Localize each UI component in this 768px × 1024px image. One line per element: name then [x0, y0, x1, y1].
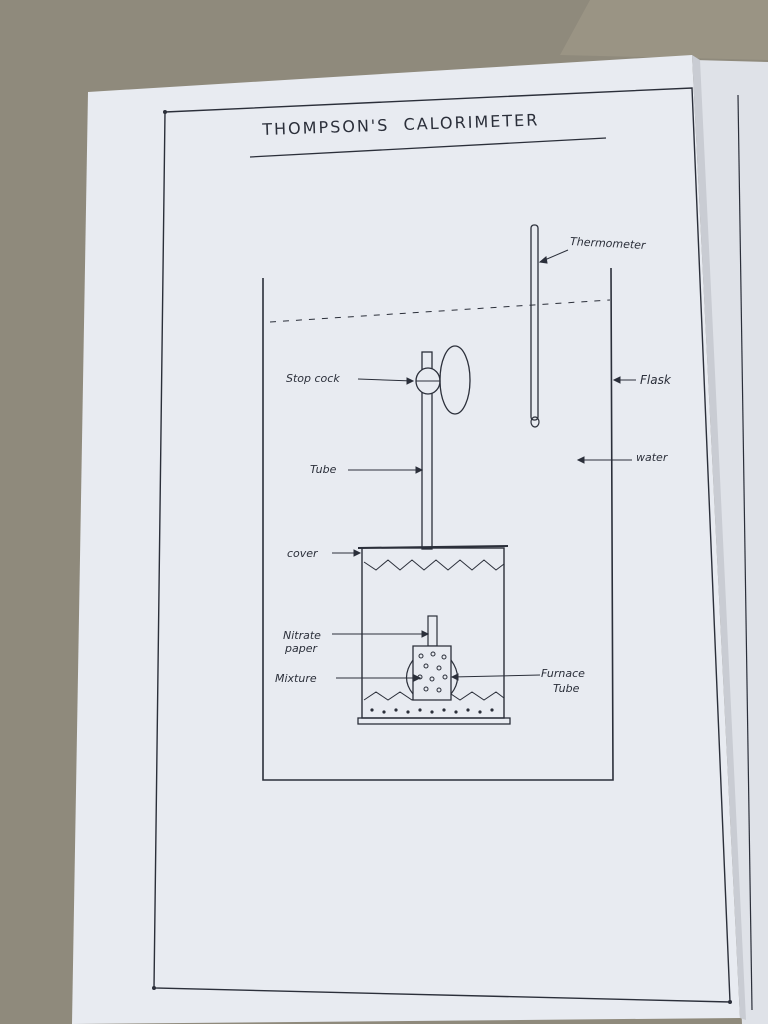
cover: [357, 545, 509, 549]
next-page: [695, 60, 768, 1024]
thermometer: [530, 224, 539, 421]
label-stop-cock: Stop cock: [286, 372, 340, 385]
flask: [262, 267, 614, 781]
label-water: water: [636, 451, 668, 464]
desk-shadow: [380, 0, 768, 60]
water-level: [269, 299, 611, 323]
next-page-border: [737, 94, 753, 1011]
tube: [421, 351, 433, 550]
corner-dot: [152, 986, 156, 990]
paper-sheet: [72, 55, 740, 1024]
label-cover: cover: [287, 547, 318, 560]
label-furnace-tube-line2: Tube: [553, 682, 580, 695]
corner-dot: [728, 1000, 732, 1004]
cover-water-line: [363, 559, 505, 571]
bottom-water-dots: [370, 708, 494, 714]
label-tube: Tube: [310, 463, 337, 476]
label-mixture: Mixture: [275, 672, 317, 685]
label-furnace-tube-line1: Furnace: [541, 667, 585, 680]
label-flask: Flask: [640, 373, 671, 387]
stop-cock-loop: [439, 345, 471, 415]
label-nitrate-paper-line1: Nitrate: [283, 629, 321, 642]
base-plate: [357, 717, 511, 725]
furnace-tube: [412, 645, 452, 701]
label-arrows: [332, 249, 636, 682]
label-nitrate-paper-line2: paper: [285, 642, 317, 655]
corner-dot: [163, 110, 167, 114]
thermometer-bulb: [530, 416, 540, 428]
title-underline: [249, 137, 607, 158]
mixture-particles: [417, 651, 448, 693]
paper-fold: [692, 55, 746, 1020]
